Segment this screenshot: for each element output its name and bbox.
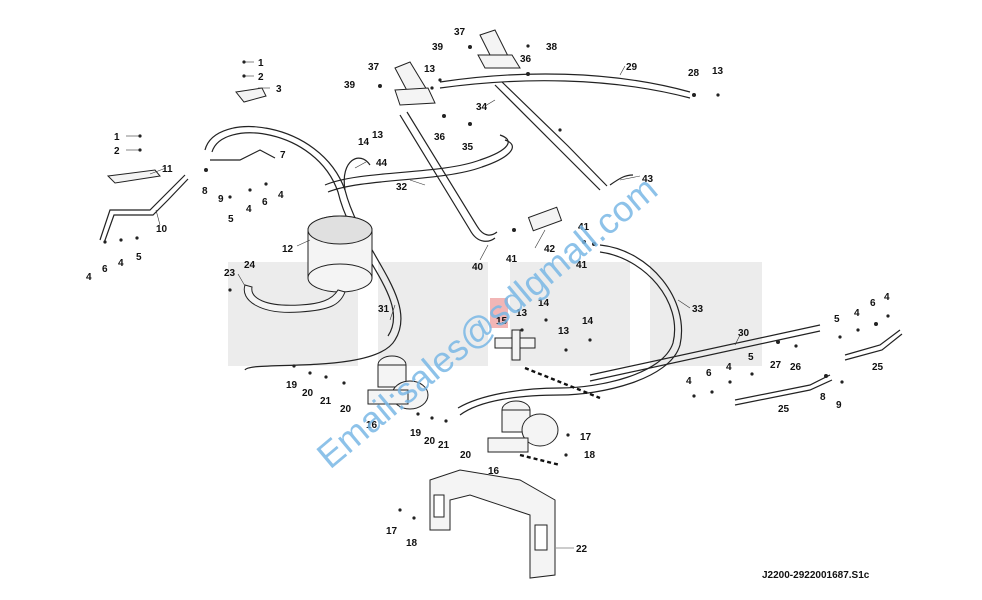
callout-23: 23 bbox=[224, 268, 236, 279]
pedal-valve-lower bbox=[394, 61, 436, 106]
callout-16: 16 bbox=[488, 466, 500, 477]
callout-27: 27 bbox=[770, 360, 782, 371]
callout-18: 18 bbox=[406, 538, 418, 549]
callout-5: 5 bbox=[228, 214, 234, 225]
tank-strap bbox=[243, 284, 346, 313]
callout-6: 6 bbox=[102, 264, 108, 275]
callout-2: 2 bbox=[114, 146, 120, 157]
callout-8: 8 bbox=[820, 392, 826, 403]
callout-2: 2 bbox=[258, 72, 264, 83]
callout-16: 16 bbox=[366, 420, 378, 431]
callout-4: 4 bbox=[854, 308, 860, 319]
tee-fitting-15 bbox=[494, 329, 536, 361]
callout-41: 41 bbox=[578, 222, 590, 233]
callout-44: 44 bbox=[376, 158, 388, 169]
callout-17: 17 bbox=[580, 432, 592, 443]
brake-chamber-right bbox=[487, 400, 559, 453]
callout-32: 32 bbox=[396, 182, 408, 193]
callout-41: 41 bbox=[506, 254, 518, 265]
air-tank bbox=[307, 215, 373, 293]
callout-17: 17 bbox=[386, 526, 398, 537]
callout-6: 6 bbox=[870, 298, 876, 309]
callout-13: 13 bbox=[712, 66, 724, 77]
dashed-link-lower bbox=[519, 453, 561, 467]
leader-lines bbox=[126, 61, 741, 549]
callout-19: 19 bbox=[410, 428, 422, 439]
callout-4: 4 bbox=[246, 204, 252, 215]
callout-20: 20 bbox=[340, 404, 352, 415]
fastener-dots bbox=[103, 44, 890, 520]
callout-11: 11 bbox=[162, 164, 173, 175]
callout-5: 5 bbox=[834, 314, 840, 325]
callout-39: 39 bbox=[432, 42, 444, 53]
callout-4: 4 bbox=[726, 362, 732, 373]
bracket-3 bbox=[235, 87, 267, 103]
callout-43: 43 bbox=[642, 174, 654, 185]
callout-24: 24 bbox=[244, 260, 256, 271]
callout-31: 31 bbox=[378, 304, 390, 315]
callout-30: 30 bbox=[738, 328, 750, 339]
callout-42: 42 bbox=[544, 244, 556, 255]
callout-13: 13 bbox=[424, 64, 436, 75]
callout-13: 13 bbox=[516, 308, 528, 319]
callout-7: 7 bbox=[280, 150, 286, 161]
callout-13: 13 bbox=[558, 326, 570, 337]
callout-33: 33 bbox=[692, 304, 704, 315]
pipe-network bbox=[99, 73, 903, 416]
callout-5: 5 bbox=[136, 252, 142, 263]
callout-29: 29 bbox=[626, 62, 638, 73]
callout-21: 21 bbox=[438, 440, 450, 451]
callout-38: 38 bbox=[546, 42, 558, 53]
callout-5: 5 bbox=[748, 352, 754, 363]
callout-14: 14 bbox=[538, 298, 550, 309]
callout-15: 15 bbox=[496, 316, 508, 327]
callout-8: 8 bbox=[202, 186, 208, 197]
pedal-valve-upper bbox=[477, 29, 521, 69]
callout-20: 20 bbox=[302, 388, 314, 399]
callout-14: 14 bbox=[358, 137, 370, 148]
callout-25: 25 bbox=[778, 404, 790, 415]
callout-40: 40 bbox=[472, 262, 484, 273]
callout-6: 6 bbox=[262, 197, 268, 208]
callout-39: 39 bbox=[344, 80, 356, 91]
callout-37: 37 bbox=[368, 62, 380, 73]
callout-41: 41 bbox=[576, 260, 588, 271]
bracket-11 bbox=[106, 169, 161, 184]
callout-4: 4 bbox=[86, 272, 92, 283]
callout-10: 10 bbox=[156, 224, 168, 235]
callout-20: 20 bbox=[460, 450, 472, 461]
callout-28: 28 bbox=[688, 68, 700, 79]
callout-25: 25 bbox=[872, 362, 884, 373]
callout-35: 35 bbox=[462, 142, 474, 153]
callout-4: 4 bbox=[686, 376, 692, 387]
callout-12: 12 bbox=[282, 244, 294, 255]
callout-13: 13 bbox=[372, 130, 384, 141]
callout-18: 18 bbox=[584, 450, 596, 461]
callout-4: 4 bbox=[278, 190, 284, 201]
callout-4: 4 bbox=[884, 292, 890, 303]
drawing-reference: J2200-2922001687.S1c bbox=[762, 570, 870, 581]
callout-36: 36 bbox=[520, 54, 532, 65]
callout-26: 26 bbox=[790, 362, 802, 373]
callout-22: 22 bbox=[576, 544, 588, 555]
callout-36: 36 bbox=[434, 132, 446, 143]
callout-14: 14 bbox=[582, 316, 594, 327]
callout-1: 1 bbox=[114, 132, 120, 143]
callout-19: 19 bbox=[286, 380, 298, 391]
callout-21: 21 bbox=[320, 396, 332, 407]
callout-20: 20 bbox=[424, 436, 436, 447]
brake-chamber-left bbox=[367, 355, 429, 410]
callout-labels: 1 2 1 2 3 11 7 8 9 4 6 4 5 10 4 6 4 5 12… bbox=[86, 27, 890, 555]
callout-6: 6 bbox=[706, 368, 712, 379]
callout-9: 9 bbox=[836, 400, 842, 411]
callout-3: 3 bbox=[276, 84, 282, 95]
callout-37: 37 bbox=[454, 27, 466, 38]
callout-1: 1 bbox=[258, 58, 264, 69]
valve-block-42 bbox=[527, 206, 563, 232]
mounting-bracket bbox=[429, 469, 556, 579]
callout-9: 9 bbox=[218, 194, 224, 205]
callout-34: 34 bbox=[476, 102, 488, 113]
callout-4: 4 bbox=[118, 258, 124, 269]
